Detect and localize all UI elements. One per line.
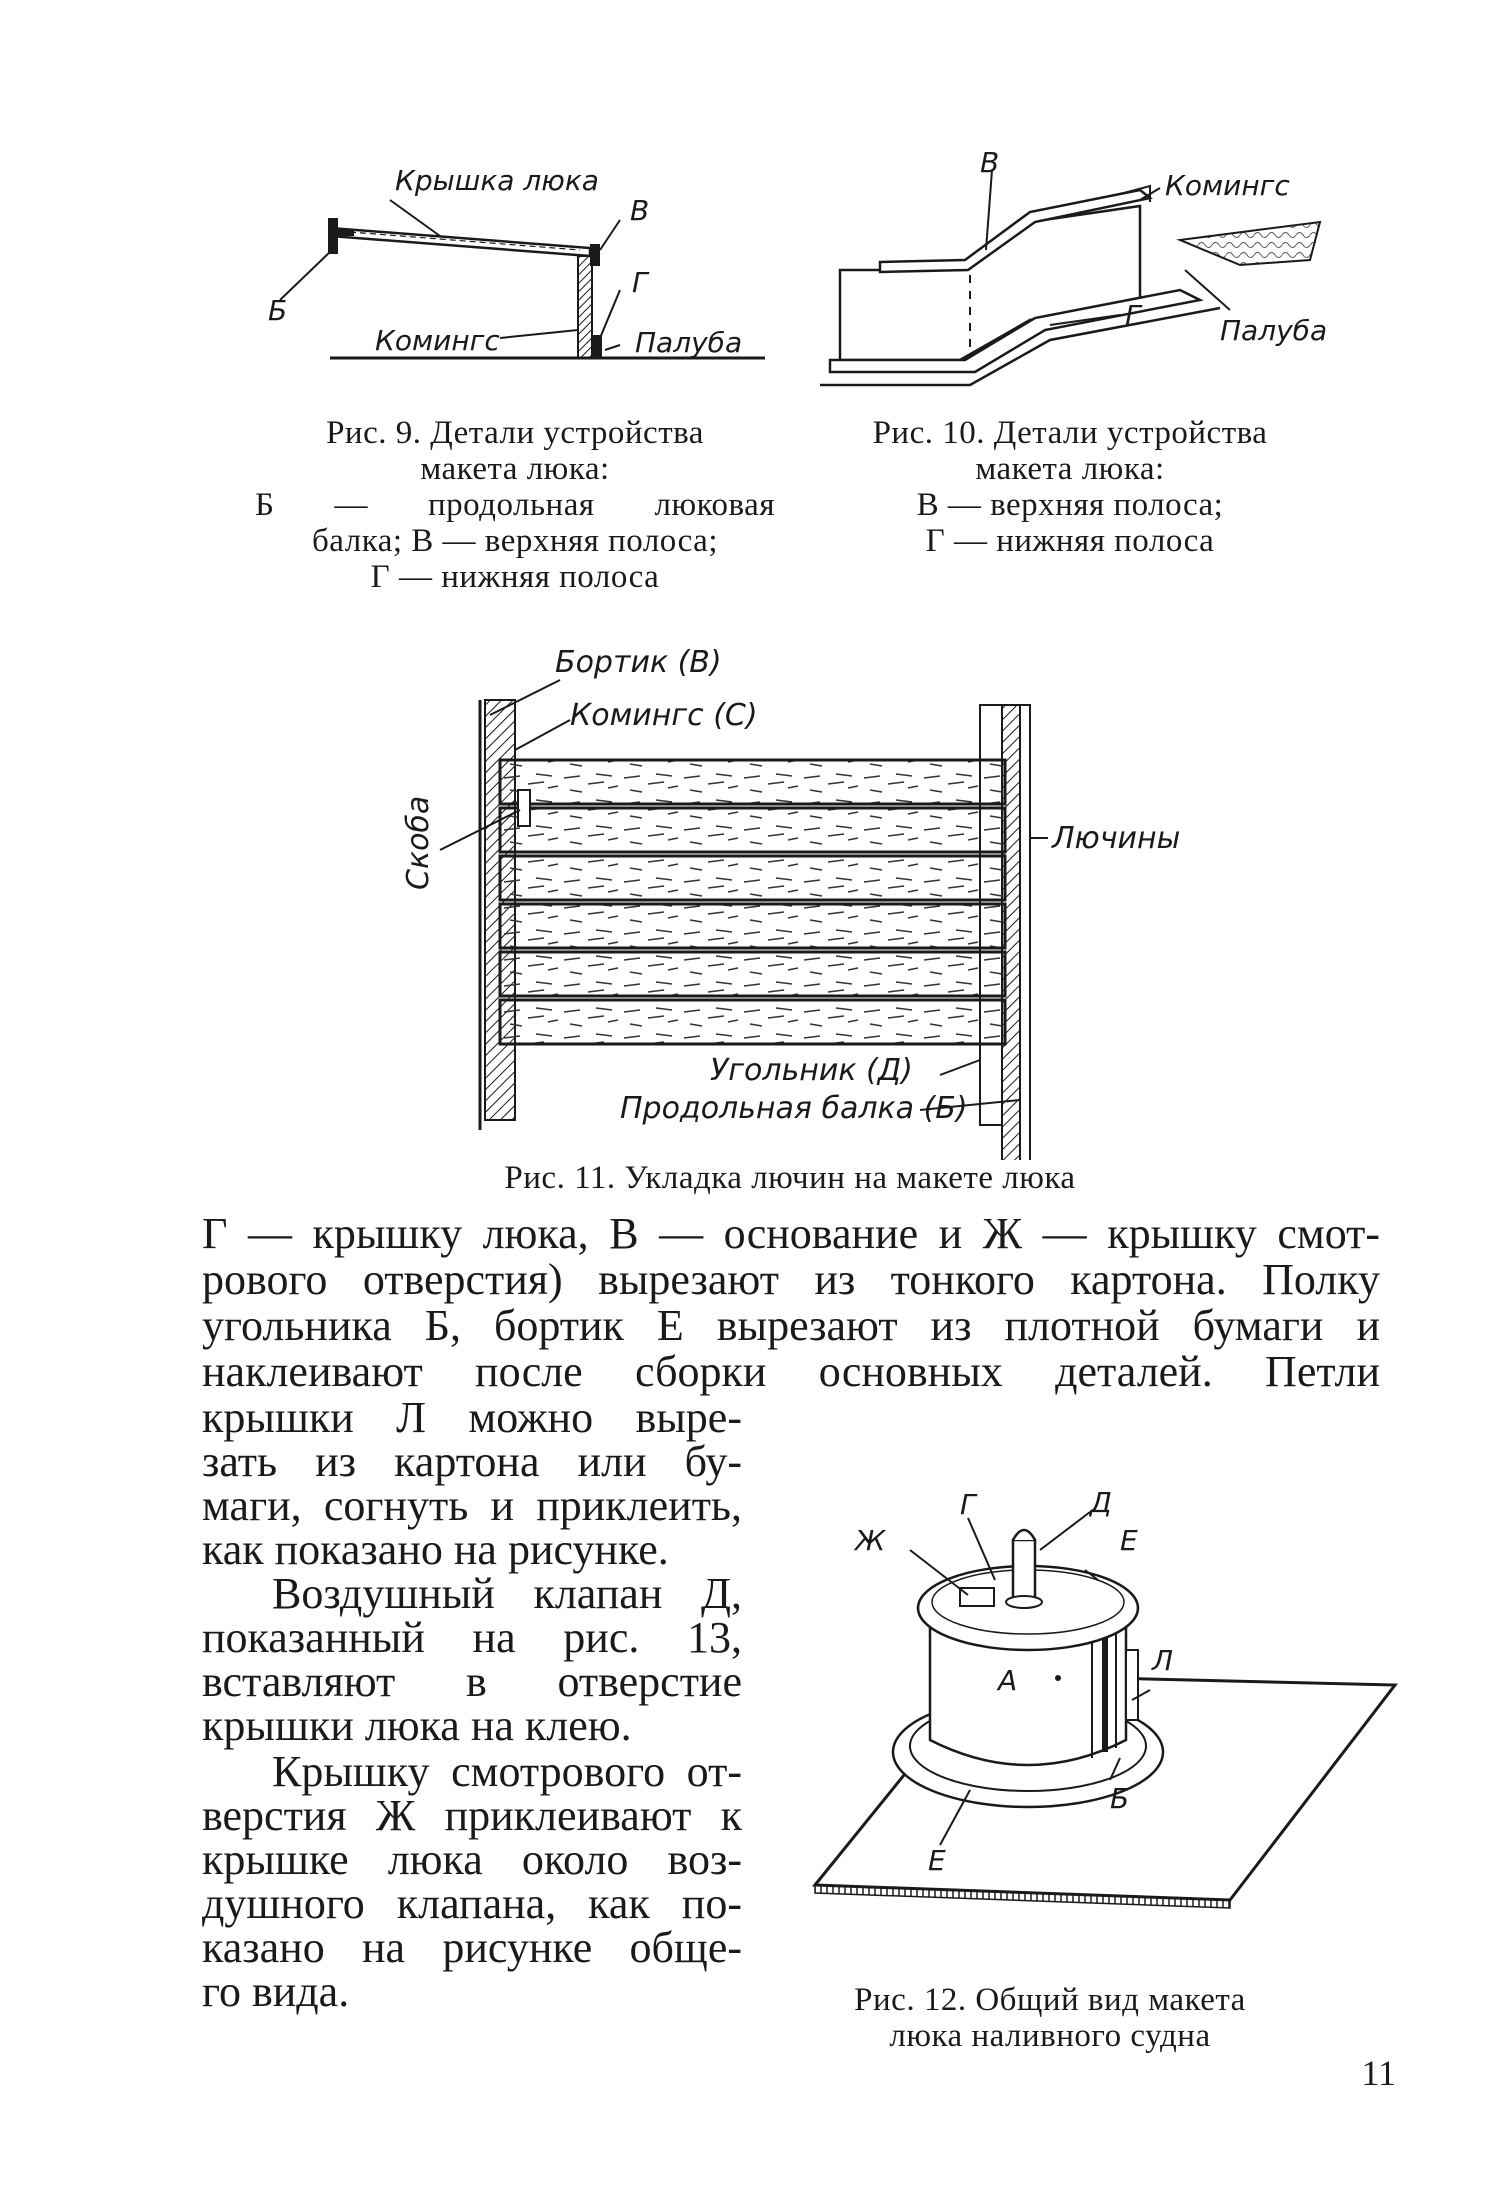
figure-12: Г Д Ж Е Л А Б Е [800, 1490, 1400, 1930]
text-line: угольника Б, бортик Е вырезают из плотно… [202, 1301, 1380, 1350]
figure-9: Крышка люка Б В Г Комингс Палуба [260, 160, 780, 380]
text-line: вставляют в отверстие [202, 1657, 742, 1706]
fig12-caption-line: люка наливного судна [889, 2018, 1211, 2054]
fig12-label-a: А [996, 1664, 1017, 1697]
fig10-label-g: Г [1125, 299, 1143, 332]
text-line: наклеивают после сборки основных деталей… [202, 1347, 1380, 1396]
text-line: верстия Ж приклеивают к [202, 1791, 742, 1840]
fig12-caption-line: Рис. 12. Общий вид макета [854, 1982, 1246, 2018]
text-line: казано на рисунке обще- [202, 1923, 742, 1972]
fig9-label-b: Б [268, 294, 287, 327]
fig9-label-cover: Крышка люка [395, 164, 599, 197]
fig12-label-d-top: Д [1088, 1490, 1112, 1519]
text-line: показанный на рис. 13, [202, 1613, 742, 1662]
text-line: Воздушный клапан Д, [272, 1569, 742, 1618]
fig9-caption: Рис. 9. Детали устройства макета люка: Б… [255, 415, 775, 595]
fig9-caption-line: Б — продольная люковая [255, 487, 775, 523]
fig10-label-coaming: Комингс [1165, 169, 1290, 202]
fig12-label-zh: Ж [853, 1524, 887, 1557]
figure-10: В Комингс Г Палуба [820, 150, 1340, 390]
fig10-caption-line: Г — нижняя полоса [925, 523, 1215, 559]
fig11-caption: Рис. 11. Укладка лючин на макете люка [504, 1160, 1076, 1196]
text-line: го вида. [202, 1967, 350, 2016]
fig11-label-coaming: Комингс (С) [570, 698, 758, 733]
fig10-caption-line: макета люка: [975, 451, 1165, 487]
fig12-label-b: Б [1110, 1782, 1129, 1815]
fig9-label-deck: Палуба [635, 326, 742, 359]
fig11-label-bortik: Бортик (В) [555, 645, 722, 680]
fig10-caption-line: В — верхняя полоса; [916, 487, 1224, 523]
text-line: как показано на рисунке. [202, 1525, 669, 1574]
text-line: крышки люка на клею. [202, 1701, 632, 1750]
fig10-label-deck: Палуба [1220, 314, 1327, 347]
text-line: Крышку смотрового от- [272, 1747, 742, 1796]
fig10-label-v: В [980, 150, 999, 179]
fig9-label-coaming: Комингс [375, 324, 500, 357]
fig9-label-v: В [630, 194, 649, 227]
fig12-label-e-top: Е [1120, 1524, 1138, 1557]
fig12-label-l: Л [1151, 1644, 1173, 1677]
fig11-label-angle: Угольник (Д) [710, 1053, 913, 1088]
fig12-label-g: Г [960, 1490, 978, 1521]
fig9-caption-line: Рис. 9. Детали устройства [326, 415, 704, 451]
fig11-label-hatch-boards: Лючины [1051, 821, 1180, 856]
text-line: душного клапана, как по- [202, 1879, 742, 1928]
text-line: маги, согнуть и приклеить, [202, 1481, 742, 1530]
fig11-label-beam: Продольная балка (Б) [620, 1091, 968, 1126]
page-number: 11 [1361, 2053, 1396, 2093]
fig11-label-skoba: Скоба [401, 796, 436, 890]
fig10-caption-line: Рис. 10. Детали устройства [872, 415, 1268, 451]
text-line: зать из картона или бу- [202, 1437, 742, 1486]
fig12-label-e-bottom: Е [928, 1844, 946, 1877]
text-line: крышке люка около воз- [202, 1835, 742, 1884]
text-line: Г — крышку люка, В — основание и Ж — кры… [202, 1209, 1380, 1258]
fig12-caption: Рис. 12. Общий вид макета люка наливного… [800, 1982, 1300, 2054]
fig9-caption-line: макета люка: [420, 451, 610, 487]
fig9-caption-line: Г — нижняя полоса [370, 559, 660, 595]
fig9-label-g: Г [632, 266, 650, 299]
text-line: рового отверстия) вырезают из тонкого ка… [202, 1255, 1380, 1304]
text-line: крышки Л можно выре- [202, 1393, 742, 1442]
fig9-caption-line: балка; В — верхняя полоса; [312, 523, 718, 559]
figure-11: Бортик (В) Комингс (С) Скоба Лючины Угол… [380, 640, 1180, 1160]
fig10-caption: Рис. 10. Детали устройства макета люка: … [810, 415, 1330, 559]
